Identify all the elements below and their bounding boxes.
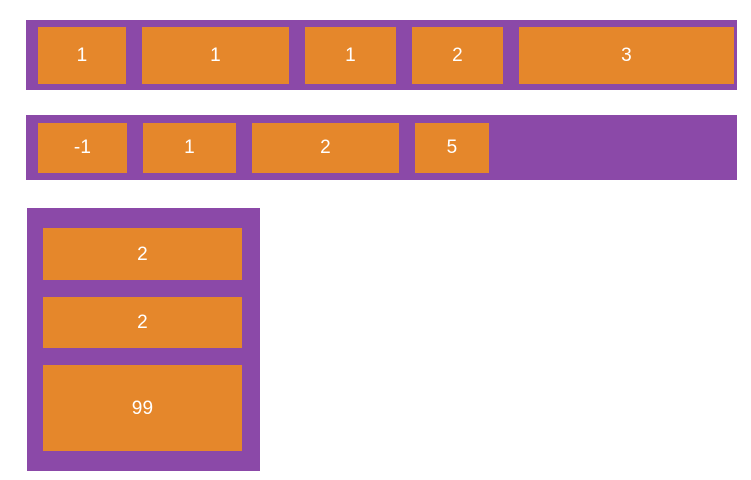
flex-container-column: 2 2 99 [27,208,260,471]
flex-container-row-two: -1 1 2 5 [26,115,737,180]
flex-item: 1 [38,26,126,84]
flex-item: 2 [43,228,242,280]
flex-item: 1 [142,26,289,84]
flex-item: 1 [305,26,396,84]
flex-item: 99 [43,365,242,451]
flex-item: 2 [43,297,242,348]
flex-item: 2 [252,122,399,173]
flex-item: 2 [412,26,503,84]
flex-item: 3 [519,26,734,84]
flex-item: 1 [143,122,236,173]
flex-item: -1 [38,122,127,173]
flex-container-row-one: 1 1 1 2 3 [26,20,737,90]
flex-item: 5 [415,122,489,173]
